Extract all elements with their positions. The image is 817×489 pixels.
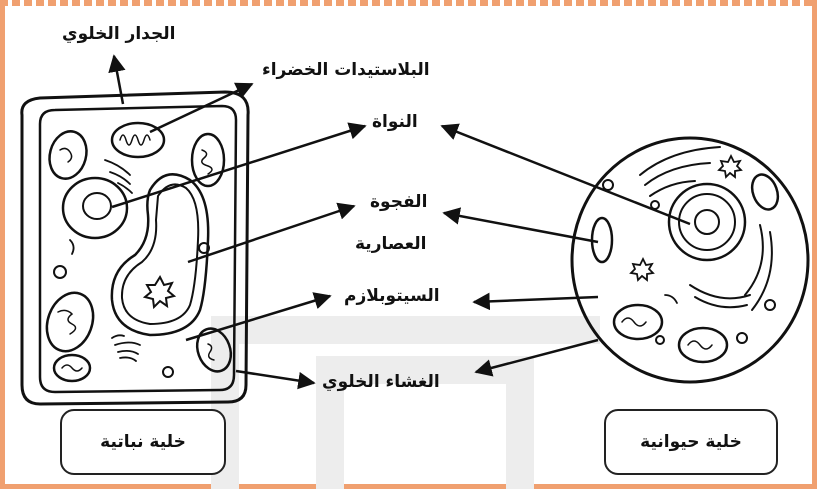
arrow-nucleus-animal xyxy=(440,123,691,226)
label-vacuole-line2: العصارية xyxy=(355,234,427,254)
label-cell-wall: الجدار الخلوي xyxy=(62,24,176,44)
caption-animal-cell: خلية حيوانية xyxy=(604,409,778,475)
arrows xyxy=(108,54,691,390)
caption-plant-cell: خلية نباتية xyxy=(60,409,226,475)
label-vacuole-line1: الفجوة xyxy=(370,192,428,212)
arrow-vacuole-animal xyxy=(442,207,599,244)
label-nucleus: النواة xyxy=(372,112,418,132)
label-cytoplasm: السيتوبلازم xyxy=(344,286,440,306)
arrow-nucleus-plant xyxy=(111,122,367,209)
arrow-membrane-plant xyxy=(235,369,316,390)
dashed-top-border xyxy=(0,0,817,6)
arrow-cell-wall xyxy=(108,54,126,105)
label-chloroplasts: البلاستيدات الخضراء xyxy=(262,60,430,80)
label-cell-membrane: الغشاء الخلوي xyxy=(322,372,440,392)
arrow-vacuole-plant xyxy=(187,202,356,264)
left-border xyxy=(0,0,5,489)
arrow-cytoplasm-plant xyxy=(185,292,332,342)
animal-cell xyxy=(570,136,810,384)
bottom-border xyxy=(0,484,817,489)
arrow-cytoplasm-animal xyxy=(472,292,599,311)
right-border xyxy=(812,0,817,489)
arrow-membrane-animal xyxy=(474,338,599,377)
arrow-chloroplasts xyxy=(149,82,254,134)
plant-cell xyxy=(20,90,250,406)
